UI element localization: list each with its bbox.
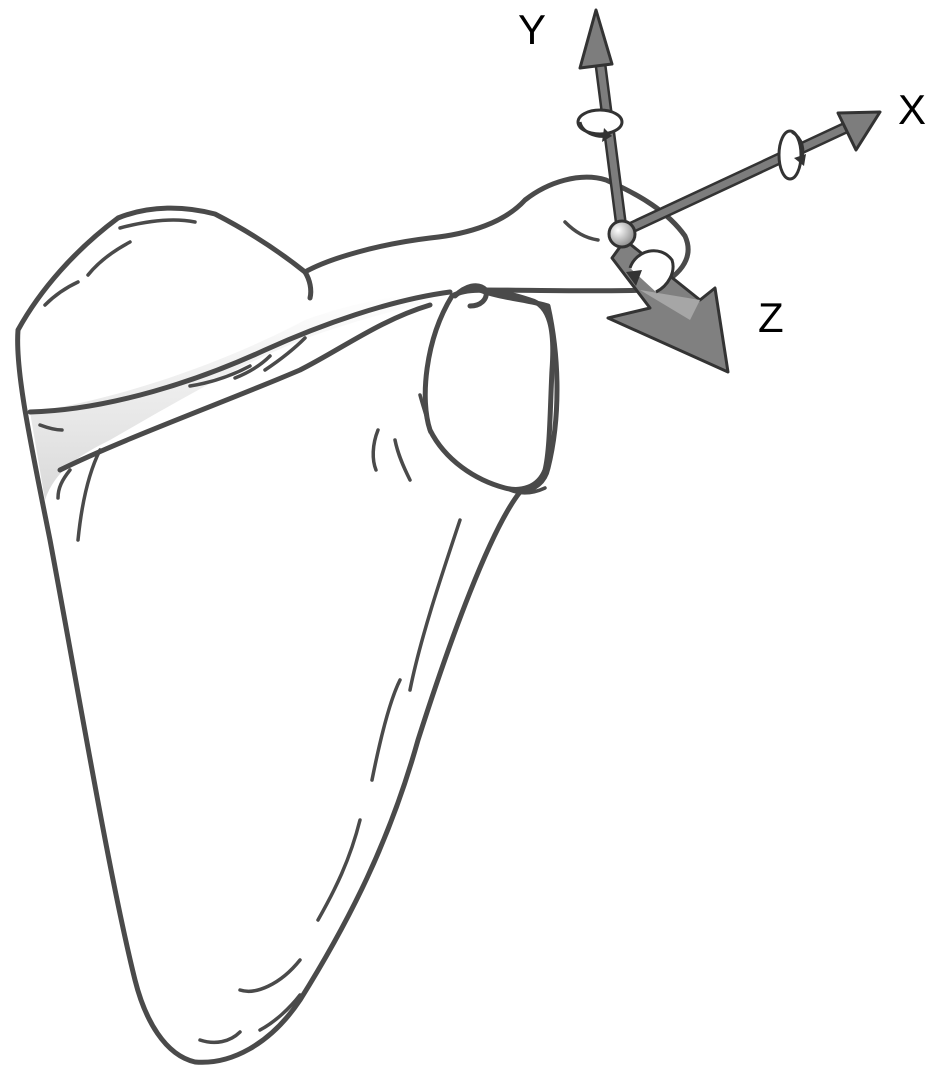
scapula-bone	[18, 177, 688, 1062]
y-axis-label: Y	[518, 6, 546, 53]
surface-details	[40, 220, 598, 1042]
coracoid-tip	[455, 286, 486, 306]
y-axis-arrowhead	[580, 10, 612, 68]
glenoid	[425, 290, 553, 489]
scapular-spine	[30, 290, 480, 500]
superior-border	[305, 272, 311, 298]
rotation-arrow-icon	[779, 131, 806, 179]
joint-sphere-icon	[609, 221, 635, 247]
x-axis-label: X	[898, 86, 926, 133]
coordinate-system: Y X Z	[518, 6, 926, 372]
z-axis-label: Z	[758, 294, 784, 341]
